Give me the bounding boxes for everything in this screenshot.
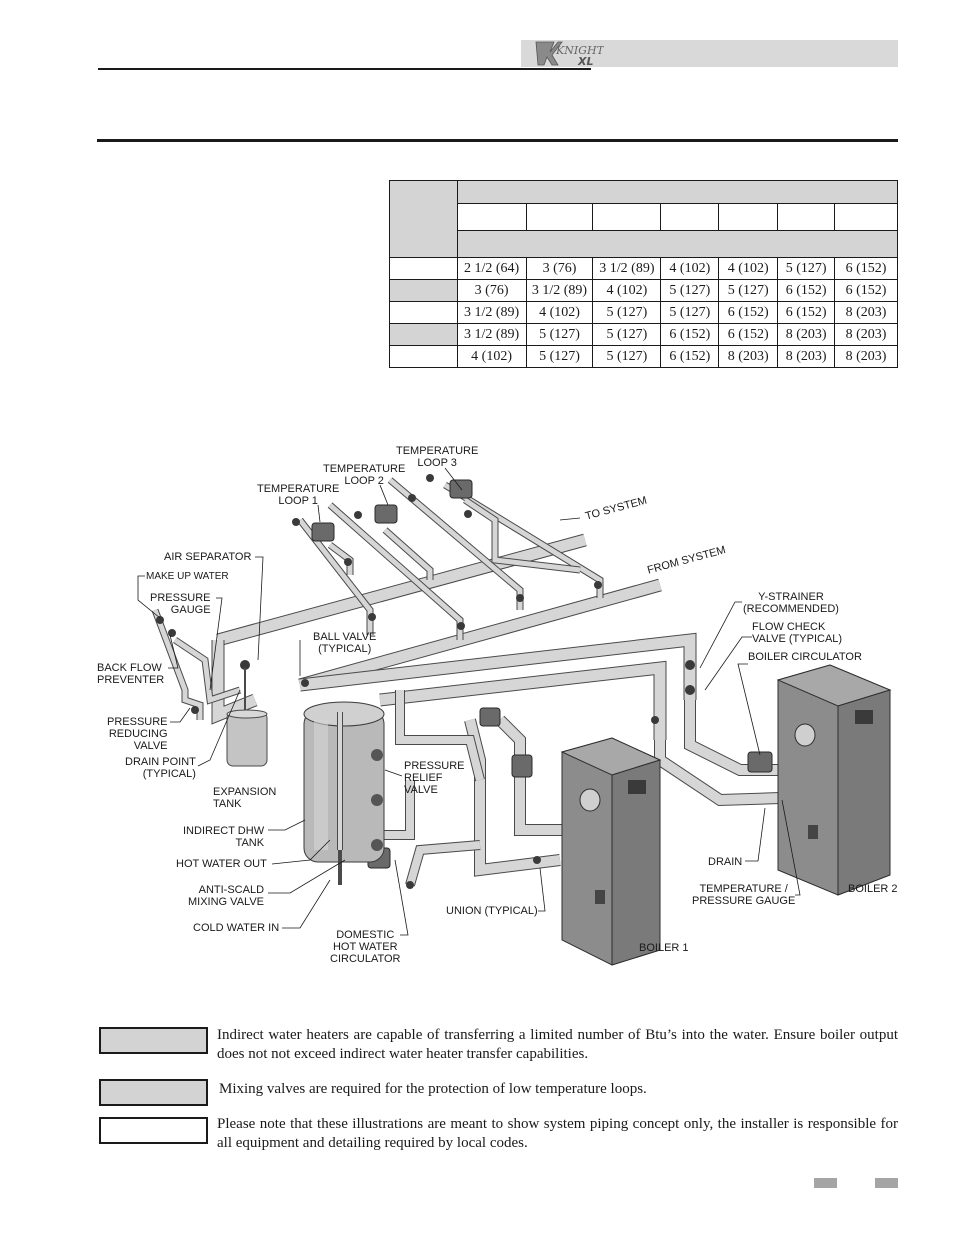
table-row: 3 (76) 3 1/2 (89) 4 (102) 5 (127) 5 (127… <box>389 279 898 302</box>
label-boiler-1: BOILER 1 <box>639 942 689 954</box>
table-cell: 4 (102) <box>660 257 720 280</box>
footer-marker-right <box>875 1178 898 1188</box>
note-marker-box <box>99 1027 208 1054</box>
table-cell: 3 1/2 (89) <box>592 257 662 280</box>
label-boiler-2: BOILER 2 <box>848 883 898 895</box>
table-col-header <box>456 203 527 231</box>
table-cell: 4 (102) <box>456 345 527 368</box>
note-text: Please note that these illustrations are… <box>217 1116 898 1151</box>
label-hot-water-out: HOT WATER OUT <box>176 858 267 870</box>
label-drain: DRAIN <box>708 856 743 868</box>
table-row: 3 1/2 (89) 5 (127) 5 (127) 6 (152) 6 (15… <box>389 323 898 346</box>
table-cell: 5 (127) <box>592 345 662 368</box>
table-cell: 5 (127) <box>525 323 594 346</box>
table-row: 4 (102) 5 (127) 5 (127) 6 (152) 8 (203) … <box>389 345 898 368</box>
table-row: 2 1/2 (64) 3 (76) 3 1/2 (89) 4 (102) 4 (… <box>389 257 898 280</box>
svg-text:KNIGHT: KNIGHT <box>555 44 604 57</box>
label-make-up-water: MAKE UP WATER <box>146 571 229 582</box>
table-cell: 6 (152) <box>660 345 720 368</box>
table-corner-cell <box>389 180 458 258</box>
label-cold-water-in: COLD WATER IN <box>193 922 280 934</box>
svg-text:XL: XL <box>577 55 594 68</box>
header-rule-long <box>97 139 898 142</box>
table-cell: 5 (127) <box>592 301 662 324</box>
note-text: Indirect water heaters are capable of tr… <box>217 1027 898 1062</box>
header-bar <box>521 40 898 67</box>
table-cell: 6 (152) <box>777 301 836 324</box>
table-cell: 3 1/2 (89) <box>456 323 527 346</box>
table-cell: 6 (152) <box>718 323 779 346</box>
row-label-cell <box>389 323 458 346</box>
table-cell: 6 (152) <box>660 323 720 346</box>
header-rule-short <box>98 68 591 70</box>
table-cell: 8 (203) <box>834 345 898 368</box>
table-cell: 6 (152) <box>718 301 779 324</box>
table-col-header <box>525 203 594 231</box>
table-cell: 5 (127) <box>660 279 720 302</box>
table-cell: 5 (127) <box>525 345 594 368</box>
table-group-header <box>456 180 899 204</box>
knight-xl-logo: KNIGHT XL <box>535 41 604 68</box>
table-units-header <box>456 230 899 258</box>
footer-marker-left <box>814 1178 837 1188</box>
note-marker-box <box>99 1079 208 1106</box>
label-boiler-circulator: BOILER CIRCULATOR <box>748 651 862 663</box>
table-cell: 3 (76) <box>525 257 594 280</box>
table-cell: 8 (203) <box>777 345 836 368</box>
label-temperature-pressure-gauge: TEMPERATURE /PRESSURE GAUGE <box>692 883 796 907</box>
note-marker-box <box>99 1117 208 1144</box>
table-cell: 5 (127) <box>660 301 720 324</box>
label-ball-valve: BALL VALVE(TYPICAL) <box>313 631 377 655</box>
label-y-strainer: Y-STRAINER(RECOMMENDED) <box>743 591 839 615</box>
table-row: 3 1/2 (89) 4 (102) 5 (127) 5 (127) 6 (15… <box>389 301 898 324</box>
pipe-size-table: 2 1/2 (64) 3 (76) 3 1/2 (89) 4 (102) 4 (… <box>389 180 899 368</box>
row-label-cell <box>389 279 458 302</box>
table-cell: 8 (203) <box>718 345 779 368</box>
table-cell: 5 (127) <box>718 279 779 302</box>
label-air-separator: AIR SEPARATOR <box>164 551 252 563</box>
label-union: UNION (TYPICAL) <box>446 905 538 917</box>
label-drain-point: DRAIN POINT(TYPICAL) <box>125 756 196 780</box>
note-text: Mixing valves are required for the prote… <box>219 1081 647 1097</box>
table-cell: 6 (152) <box>834 279 898 302</box>
